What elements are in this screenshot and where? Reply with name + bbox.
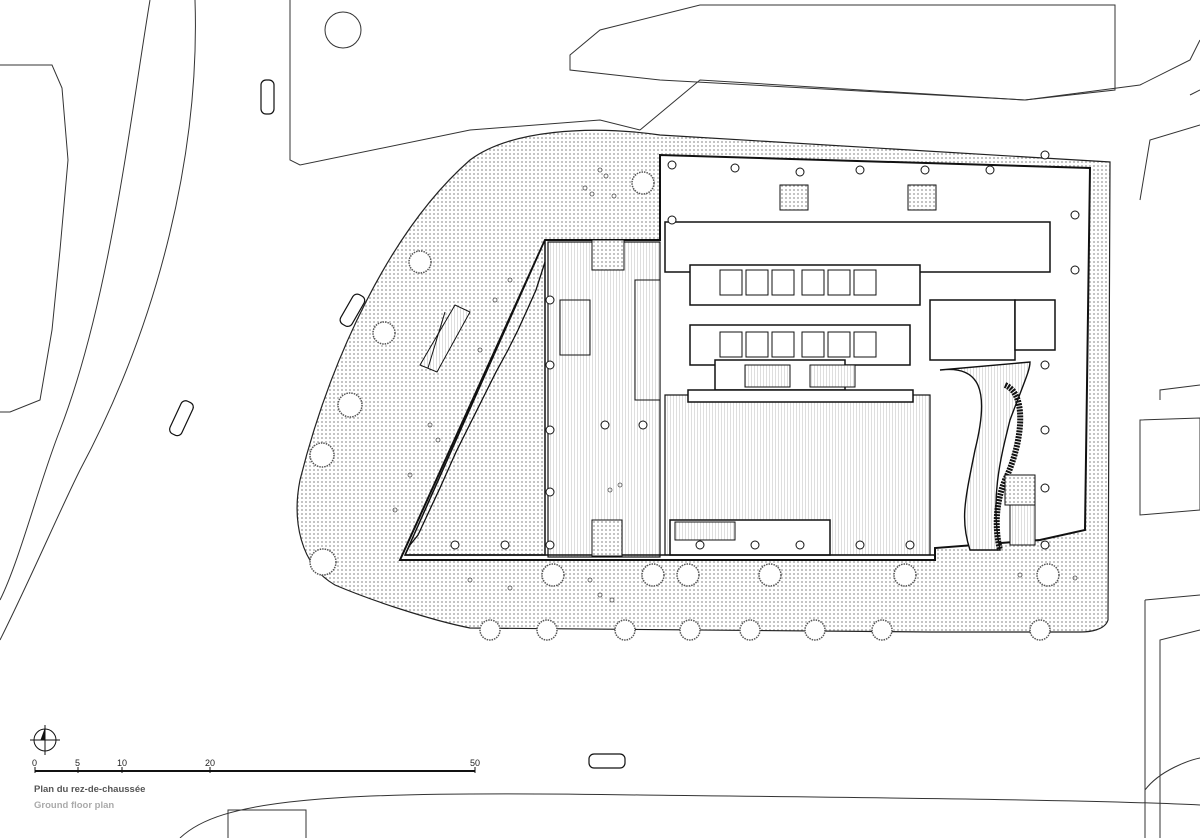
sawtooth-facade [404, 261, 546, 556]
drawing-title-fr: Plan du rez-de-chaussée [34, 784, 146, 795]
tree-icon [479, 619, 501, 641]
scale-tick-20: 20 [205, 758, 216, 768]
car-icon [588, 753, 626, 769]
tree-icon [804, 619, 826, 641]
tree-icon [893, 563, 917, 587]
tree-icon [337, 392, 363, 418]
tree-icon [871, 619, 893, 641]
tree-icon [614, 619, 636, 641]
scale-tick-50: 50 [470, 758, 481, 768]
core-rooms [664, 221, 1056, 556]
car-icon [339, 293, 366, 327]
scale-tick-10: 10 [117, 758, 128, 768]
tree-icon [641, 563, 665, 587]
stairs [559, 279, 1036, 546]
tree-icon [541, 563, 565, 587]
trees [309, 171, 1060, 641]
tree-icon [1029, 619, 1051, 641]
scale-tick-0: 0 [32, 758, 38, 768]
columns [450, 150, 1080, 550]
street-furniture [392, 167, 1078, 603]
cars [168, 79, 626, 769]
car-icon [168, 400, 194, 437]
car-icon [260, 79, 275, 115]
tree-icon [1036, 563, 1060, 587]
drawing-title-en: Ground floor plan [34, 800, 115, 811]
tree-icon [309, 548, 337, 576]
metro-stairs [419, 304, 471, 373]
tree-icon [631, 171, 655, 195]
roundabout [324, 11, 362, 49]
tree-icon [758, 563, 782, 587]
tree-icon [739, 619, 761, 641]
tree-icon [408, 250, 432, 274]
tree-icon [676, 563, 700, 587]
lift-bank [719, 269, 877, 358]
tree-icon [309, 442, 335, 468]
north-arrow-icon [30, 725, 60, 755]
scale-tick-5: 5 [75, 758, 81, 768]
scale-bar [34, 767, 476, 773]
tree-icon [536, 619, 558, 641]
planters [591, 184, 1036, 557]
tree-icon [679, 619, 701, 641]
tree-icon [372, 321, 396, 345]
